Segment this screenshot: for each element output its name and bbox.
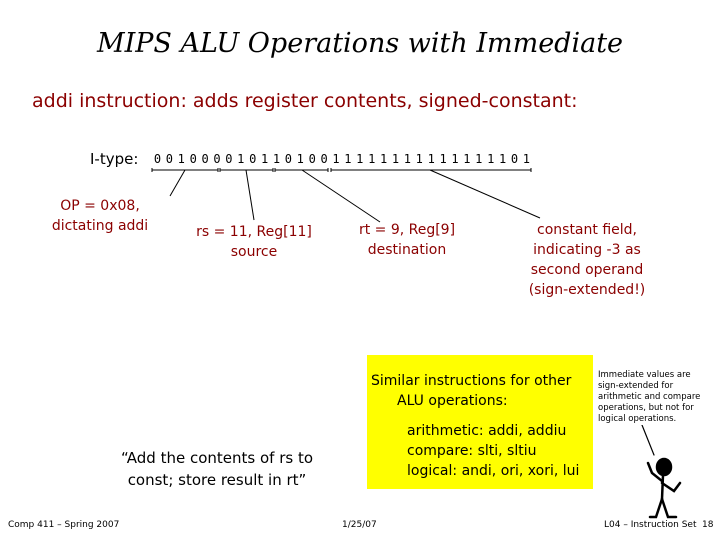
bit-8: 0 (249, 152, 257, 166)
rs-pointer (245, 169, 255, 221)
stick-figure-illustration (641, 425, 682, 519)
bit-13: 0 (308, 152, 316, 166)
bit-19: 1 (379, 152, 388, 166)
rt-pointer (301, 169, 381, 223)
itype-label: I-type: (90, 150, 139, 168)
similar-heading-line2: ALU operations: (397, 393, 508, 409)
similar-instructions-box: Similar instructions for other ALU opera… (367, 355, 593, 489)
constant-annotation: constant field, indicating -3 as second … (528, 222, 646, 298)
bit-6: 0 (225, 152, 233, 166)
slide-title: MIPS ALU Operations with Immediate (96, 28, 624, 59)
bit-10: 1 (272, 152, 281, 166)
bit-30: 0 (510, 152, 519, 166)
footer-date: 1/25/07 (342, 520, 377, 530)
imm-pointer (429, 169, 541, 219)
similar-compare: compare: slti, sltiu (407, 443, 537, 459)
bit-29: 1 (498, 152, 507, 166)
addi-quote: “Add the contents of rs to const; store … (120, 449, 314, 489)
bit-14: 0 (320, 152, 328, 166)
op-annotation: OP = 0x08, dictating addi (51, 198, 149, 234)
footer-page-number: 18 (702, 520, 714, 530)
bit-7: 1 (237, 152, 245, 166)
bit-2: 1 (177, 152, 185, 166)
op-pointer (169, 169, 186, 197)
bit-23: 1 (427, 152, 435, 166)
bit-22: 1 (415, 152, 423, 166)
similar-arithmetic: arithmetic: addi, addiu (407, 423, 567, 439)
rt-annotation: rt = 9, Reg[9] destination (358, 222, 456, 258)
similar-heading-line1: Similar instructions for other (371, 373, 572, 389)
bit-31: 1 (522, 152, 530, 166)
bit-28: 1 (487, 152, 495, 166)
bit-26: 1 (463, 152, 471, 166)
similar-logical: logical: andi, ori, xori, lui (407, 463, 580, 479)
bit-1: 0 (165, 152, 173, 166)
bit-20: 1 (391, 152, 400, 166)
bit-3: 0 (189, 152, 197, 166)
slide-heading: addi instruction: adds register contents… (32, 90, 578, 112)
sign-extension-note: Immediate values are sign-extended for a… (598, 370, 701, 424)
bit-0: 0 (153, 152, 162, 166)
bit-12: 1 (296, 152, 304, 166)
rs-annotation: rs = 11, Reg[11] source (196, 224, 312, 260)
bit-5: 0 (213, 152, 221, 166)
bit-18: 1 (368, 152, 376, 166)
footer-course: Comp 411 – Spring 2007 (8, 520, 120, 530)
footer-lecture: L04 – Instruction Set (604, 520, 697, 530)
bit-24: 1 (439, 152, 447, 166)
bit-25: 1 (451, 152, 459, 166)
bit-9: 1 (260, 152, 269, 166)
bit-11: 0 (284, 152, 292, 166)
bit-15: 1 (332, 152, 340, 166)
rt-bracket (274, 168, 329, 172)
bit-21: 1 (403, 152, 411, 166)
bit-17: 1 (356, 152, 364, 166)
bit-16: 1 (344, 152, 352, 166)
bit-27: 1 (475, 152, 483, 166)
bit-4: 0 (201, 152, 209, 166)
